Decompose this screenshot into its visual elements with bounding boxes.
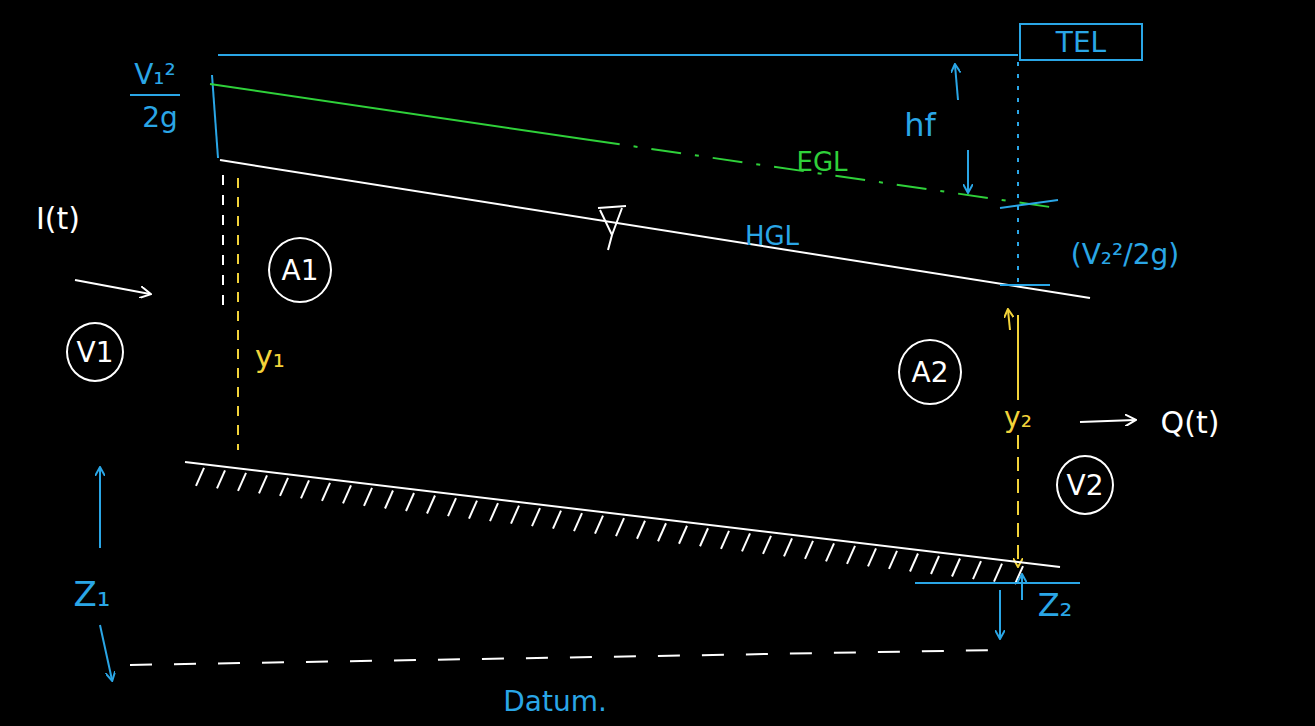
depth-label: y₁ <box>255 340 285 373</box>
section-circle: A2 <box>898 339 962 405</box>
bed-hatch <box>931 556 939 574</box>
bed-hatch <box>637 521 645 539</box>
bed-hatch <box>280 478 288 496</box>
elevation-label: Z₂ <box>1038 588 1073 623</box>
bed-hatch <box>784 538 792 556</box>
line-label: HGL <box>745 222 799 251</box>
bed-hatch <box>238 473 246 491</box>
bed-hatch <box>385 490 393 508</box>
bed-hatch <box>427 496 435 514</box>
bed-hatch <box>448 498 456 516</box>
bed-hatch <box>679 526 687 544</box>
node-text: V2 <box>1067 469 1104 502</box>
bed-hatch <box>595 516 603 534</box>
elevation-label: Z₁ <box>74 576 111 613</box>
node-text: TEL <box>1056 26 1106 59</box>
bed-hatch <box>364 488 372 506</box>
bed-hatch <box>217 470 225 488</box>
datum-label: Datum. <box>503 687 607 718</box>
bed-hatch <box>868 548 876 566</box>
section-circle: V2 <box>1056 455 1114 515</box>
bed-hatch <box>889 551 897 569</box>
bed-hatch <box>973 561 981 579</box>
line-label: EGL <box>796 148 847 177</box>
tel-box: TEL <box>1019 23 1143 61</box>
bed-hatch <box>700 528 708 546</box>
node-text: V1 <box>77 336 114 369</box>
head-loss-label: hf <box>904 108 936 143</box>
velocity-head: V₁² <box>134 60 176 91</box>
bed-hatch <box>301 480 309 498</box>
inflow-label: I(t) <box>36 202 80 235</box>
bed-hatch <box>952 559 960 577</box>
bed-hatch <box>847 546 855 564</box>
node-text: A2 <box>912 356 949 389</box>
bed-hatch <box>406 493 414 511</box>
bed-hatch <box>490 503 498 521</box>
velocity-head: 2g <box>142 103 178 134</box>
bed-hatch <box>616 518 624 536</box>
bed-hatch <box>763 536 771 554</box>
velocity-head: (V₂²/2g) <box>1071 240 1179 271</box>
outflow-label: Q(t) <box>1161 406 1220 439</box>
bed-hatch <box>910 553 918 571</box>
bed-hatch <box>826 543 834 561</box>
bed-hatch <box>742 533 750 551</box>
bed-hatch <box>553 511 561 529</box>
bed-hatch <box>259 475 267 493</box>
bed-hatch <box>196 468 204 486</box>
depth-label: y₂ <box>1002 403 1034 434</box>
bed-hatch <box>658 523 666 541</box>
bed-hatch <box>994 564 1002 582</box>
bed-hatch <box>532 508 540 526</box>
bed-hatch <box>322 483 330 501</box>
bed-hatch <box>721 531 729 549</box>
section-circle: V1 <box>66 322 124 382</box>
bed-hatch <box>511 506 519 524</box>
node-text: A1 <box>282 254 319 287</box>
bed-hatch <box>343 485 351 503</box>
bed-hatch <box>574 513 582 531</box>
bed-hatch <box>469 501 477 519</box>
bed-hatch <box>805 541 813 559</box>
section-circle: A1 <box>268 237 332 303</box>
